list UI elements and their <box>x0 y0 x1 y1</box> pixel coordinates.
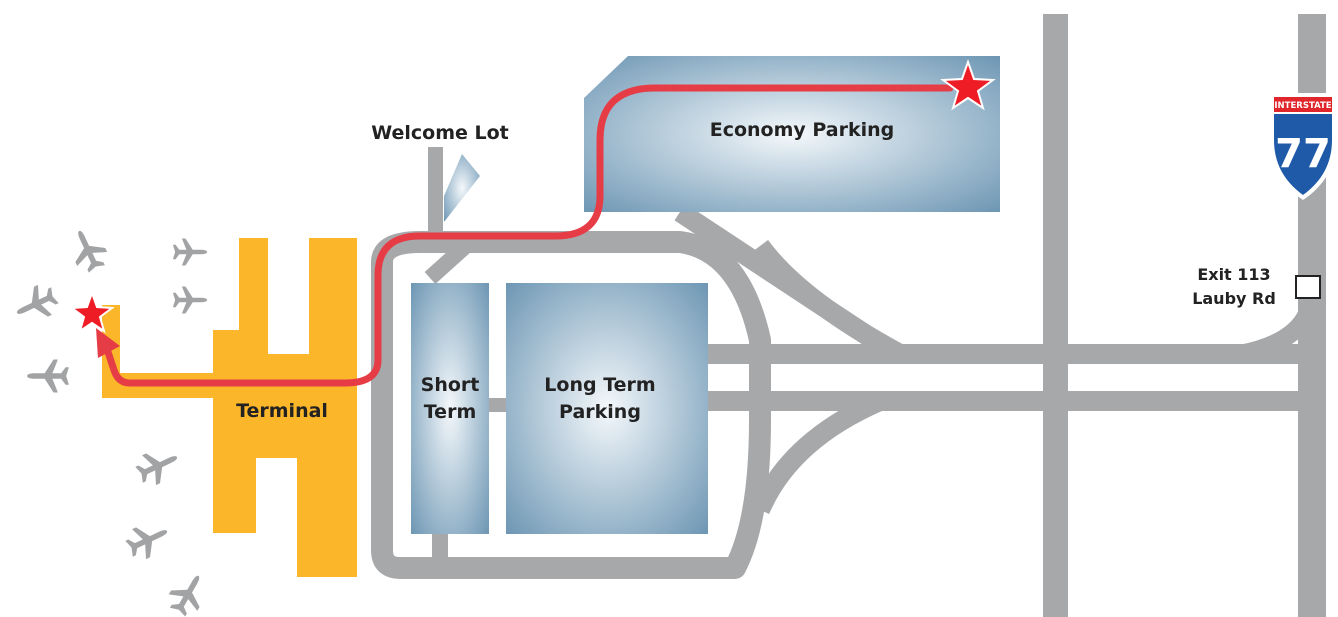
airplane-icon <box>27 359 69 393</box>
road-boulevard-north <box>706 344 1298 364</box>
road-welcome-lot-access <box>428 147 443 237</box>
road-exit-ramp <box>1238 289 1321 363</box>
road-north-south-center <box>1043 14 1068 617</box>
interstate-shield-number: 77 <box>1275 131 1331 177</box>
economy-parking-label: Economy Parking <box>710 119 895 141</box>
shuttle-route-line <box>102 84 954 387</box>
star-icon <box>69 290 115 334</box>
interstate-shield-label: INTERSTATE <box>1274 101 1331 111</box>
short-term-parking-lot[interactable] <box>411 283 489 534</box>
welcome-lot[interactable] <box>444 154 480 222</box>
star-icon <box>940 58 996 111</box>
road-loop-diagonal <box>424 236 476 284</box>
road-connector-curve-upper <box>751 239 905 363</box>
terminal-building[interactable] <box>102 238 357 577</box>
long-term-label-line1: Long Term <box>544 374 655 396</box>
airplane-icon <box>10 280 62 328</box>
long-term-label-line2: Parking <box>559 401 641 423</box>
short-term-label-line1: Short <box>421 374 480 396</box>
exit-label-line2: Lauby Rd <box>1192 289 1276 308</box>
route-arrowhead <box>96 328 120 358</box>
road-lot-link <box>488 398 506 412</box>
airplane-icon <box>132 442 184 490</box>
interstate-shield-icon: INTERSTATE 77 <box>1270 93 1336 200</box>
airplanes <box>10 224 213 617</box>
exit-square-icon[interactable] <box>1295 275 1321 299</box>
airplane-icon <box>122 516 174 564</box>
short-term-label-line2: Term <box>424 401 477 423</box>
long-term-parking-lot[interactable] <box>506 283 708 534</box>
airplane-icon <box>172 238 208 266</box>
exit-label-line1: Exit 113 <box>1197 265 1270 284</box>
airplane-icon <box>64 224 112 276</box>
road-connector-curve-lower <box>750 391 884 515</box>
terminal-label: Terminal <box>236 400 328 422</box>
road-boulevard-south <box>706 391 1298 411</box>
road-short-term-access <box>432 534 448 568</box>
welcome-lot-label: Welcome Lot <box>371 122 509 144</box>
airplane-icon <box>172 286 208 314</box>
airplane-icon <box>163 567 213 617</box>
economy-parking-lot[interactable] <box>584 56 1000 212</box>
